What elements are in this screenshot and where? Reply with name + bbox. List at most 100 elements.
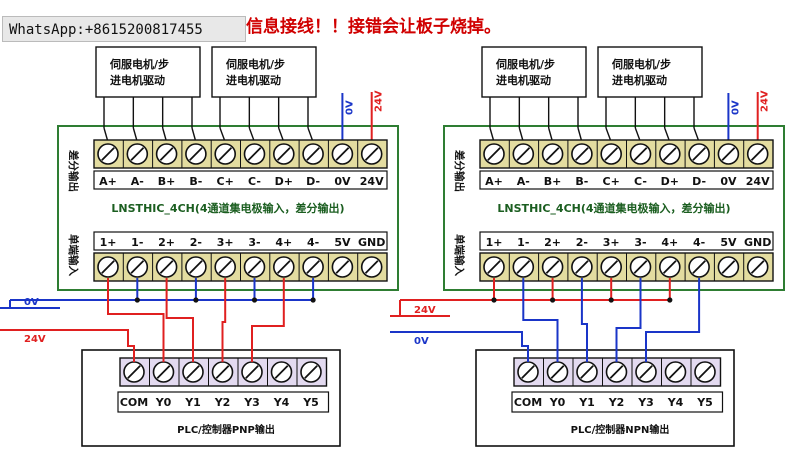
input-screw-slot: [130, 260, 145, 274]
supply-0v-label: 0V: [730, 100, 741, 115]
output-side-label: 差分输出: [453, 150, 466, 192]
output-screw-slot: [101, 147, 115, 161]
plc-output-label: PLC/控制器NPN输出: [571, 423, 670, 436]
input-screw-slot: [247, 260, 262, 274]
driver-box-2: [597, 46, 703, 98]
plc-terminal-label: COM: [514, 396, 542, 409]
input-screw-slot: [487, 260, 501, 274]
bus-junction: [608, 297, 614, 303]
output-screw-slot: [218, 147, 233, 161]
output-screw-slot: [247, 147, 262, 161]
input-terminal-label: 2+: [158, 236, 175, 249]
plc-terminal-label: Y5: [696, 396, 713, 409]
input-terminal-label: 3-: [634, 236, 646, 249]
plc-output-label: PLC/控制器PNP输出: [177, 423, 275, 436]
bus-bottom-label: 24V: [24, 334, 46, 345]
output-terminal-label: D-: [692, 175, 706, 188]
input-screw-slot: [750, 260, 765, 274]
input-screw-slot: [575, 260, 589, 274]
input-terminal-label: 2+: [544, 236, 561, 249]
output-screw-slot: [633, 147, 648, 161]
output-terminal-label: C+: [603, 175, 620, 188]
input-label-strip: [93, 231, 388, 251]
driver-box-1: [481, 46, 587, 98]
output-terminal-label: B-: [189, 175, 202, 188]
output-terminal-label: A-: [131, 175, 144, 188]
driver-label-line2: 进电机驱动: [496, 73, 551, 87]
input-label-strip: [479, 231, 774, 251]
output-label-strip: [93, 170, 388, 190]
bus-junction: [667, 297, 673, 303]
signal-wire-2: [580, 278, 588, 362]
plc-label-strip: [117, 391, 330, 413]
input-screw-slot: [306, 260, 320, 274]
warning-text: 信息接线！！接错会让板子烧掉。: [246, 17, 501, 37]
plc-terminal-label: Y3: [637, 396, 654, 409]
driver-label-line1: 伺服电机/步: [611, 57, 671, 71]
input-terminal-label: 4-: [693, 236, 705, 249]
bus-bottom-label: 0V: [414, 336, 429, 347]
input-terminal-label: 3+: [603, 236, 620, 249]
output-terminal-label: C-: [634, 175, 647, 188]
signal-wire-4: [251, 278, 285, 362]
output-screw-slot: [159, 147, 174, 161]
output-terminal-label: C+: [217, 175, 234, 188]
signal-wire-3: [615, 278, 642, 362]
plc-terminal-label: Y0: [155, 396, 172, 409]
output-screw-slot: [487, 147, 501, 161]
output-screw-slot: [335, 147, 350, 161]
input-terminal-label: 1-: [131, 236, 143, 249]
plc-terminal-label: Y2: [214, 396, 231, 409]
plc-terminal-label: Y1: [184, 396, 201, 409]
plc-screw-slot: [304, 365, 318, 379]
module-name: LNSTHIC_4CH(4通道集电极输入，差分输出): [497, 201, 730, 215]
plc-terminal-label: COM: [120, 396, 148, 409]
plc-label-strip: [511, 391, 724, 413]
input-screw-slot: [276, 260, 291, 274]
signal-wire-1: [522, 278, 559, 362]
input-screw-slot: [516, 260, 531, 274]
driver-label-line1: 伺服电机/步: [495, 57, 555, 71]
bus-junction: [310, 297, 316, 303]
bus-junction: [491, 297, 497, 303]
input-screw-slot: [633, 260, 648, 274]
signal-wire-2: [165, 278, 194, 362]
output-terminal-label: 24V: [360, 175, 384, 188]
bus-junction: [193, 297, 199, 303]
plc-screw-slot: [580, 365, 594, 379]
input-terminal-label: 4+: [275, 236, 292, 249]
output-terminal-label: D+: [661, 175, 679, 188]
plc-terminal-label: Y4: [273, 396, 290, 409]
driver-label-line2: 进电机驱动: [612, 73, 667, 87]
plc-screw-slot: [127, 365, 141, 379]
driver-label-line2: 进电机驱动: [226, 73, 281, 87]
bus-junction: [550, 297, 556, 303]
input-screw-slot: [218, 260, 233, 274]
output-side-label: 差分输出: [67, 150, 80, 192]
plc-terminal-label: Y0: [549, 396, 566, 409]
input-screw-slot: [721, 260, 736, 274]
driver-label-line1: 伺服电机/步: [225, 57, 285, 71]
driver-box-2: [211, 46, 317, 98]
output-label-strip: [479, 170, 774, 190]
plc-terminal-label: Y4: [667, 396, 684, 409]
plc-terminal-label: Y3: [243, 396, 260, 409]
signal-wire-1: [107, 278, 165, 362]
output-terminal-label: B-: [575, 175, 588, 188]
output-screw-slot: [604, 147, 619, 161]
bus-top-return: [0, 300, 11, 309]
output-terminal-label: 0V: [334, 175, 351, 188]
output-terminal-label: C-: [248, 175, 261, 188]
input-screw-slot: [335, 260, 350, 274]
input-terminal-label: 3+: [217, 236, 234, 249]
plc-screw-slot: [274, 365, 289, 379]
output-terminal-label: B+: [158, 175, 176, 188]
output-terminal-label: D+: [275, 175, 293, 188]
output-terminal-label: A+: [485, 175, 503, 188]
input-screw-slot: [662, 260, 677, 274]
bus-junction: [134, 297, 140, 303]
driver-label-line1: 伺服电机/步: [109, 57, 169, 71]
